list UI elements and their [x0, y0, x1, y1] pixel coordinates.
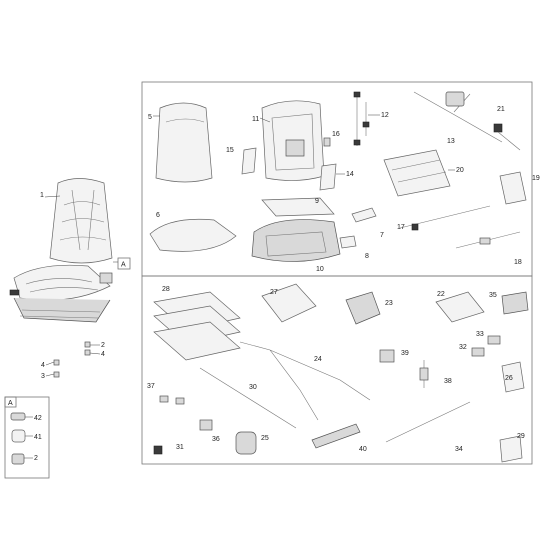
- callout-6: 6: [156, 212, 160, 219]
- callout-34: 34: [455, 446, 463, 453]
- callout-23: 23: [385, 300, 393, 307]
- part-34-rod: [385, 401, 471, 443]
- callout-36: 36: [212, 436, 220, 443]
- part-12-rod-assembly: [353, 91, 370, 146]
- part-10-seat-pan: [251, 219, 341, 262]
- part-14-side-cover: [319, 163, 337, 191]
- callout-14: 14: [346, 171, 354, 178]
- box-label-a-main-frame: [117, 257, 131, 270]
- main-seat-assembly: [9, 178, 118, 323]
- part-24-wiring-harness: [239, 341, 371, 421]
- part-27-mount-plate: [261, 283, 317, 323]
- part-5-backrest-cushion: [155, 102, 213, 183]
- part-40-guide-rail: [311, 423, 361, 449]
- part-9-seat-frame: [261, 197, 335, 217]
- callout-19: 19: [532, 175, 540, 182]
- callout-18: 18: [514, 259, 522, 266]
- callout-39: 39: [401, 350, 409, 357]
- callout-20: 20: [456, 167, 464, 174]
- callout-38: 38: [444, 378, 452, 385]
- part-31-connector: [153, 445, 163, 455]
- callout-25: 25: [261, 435, 269, 442]
- callout-24: 24: [314, 356, 322, 363]
- part-23-compressor: [345, 291, 381, 325]
- callout-8: 8: [365, 253, 369, 260]
- callout-33: 33: [476, 331, 484, 338]
- callout-10: 10: [316, 266, 324, 273]
- callout-35: 35: [489, 292, 497, 299]
- part-16-clip: [323, 137, 331, 147]
- part-36-switch: [199, 419, 213, 431]
- part-26-hardware-bag: [501, 361, 525, 393]
- part-35-pad: [501, 291, 529, 315]
- callout-22: 22: [437, 291, 445, 298]
- part-15-side-cover: [241, 147, 257, 175]
- detail-a-parts: [10, 412, 26, 465]
- callout-12: 12: [381, 112, 389, 119]
- callout-42: 42: [34, 415, 42, 422]
- fastener-group-2-3-4: [53, 341, 91, 378]
- part-29-bracket: [499, 435, 523, 463]
- part-39-valve: [379, 349, 395, 363]
- callout-2-detail: 2: [34, 455, 38, 462]
- part-19-hardware-bag: [499, 171, 527, 205]
- callout-27: 27: [270, 289, 278, 296]
- callout-21: 21: [497, 106, 505, 113]
- callout-1: 1: [40, 192, 44, 199]
- callout-15: 15: [226, 147, 234, 154]
- callout-7: 7: [380, 232, 384, 239]
- callout-2: 2: [101, 342, 105, 349]
- part-8-bracket: [339, 235, 357, 249]
- part-37-switch-set: [159, 395, 185, 405]
- callout-4: 4: [41, 362, 45, 369]
- part-30-cable: [199, 367, 297, 429]
- frame-detail-a: [4, 396, 50, 479]
- part-7-bracket: [351, 207, 377, 223]
- part-22-plate: [435, 291, 485, 323]
- callout-41: 41: [34, 434, 42, 441]
- part-32-latch: [471, 347, 485, 357]
- part-25-air-spring: [235, 431, 257, 455]
- callout-32: 32: [459, 344, 467, 351]
- callout-9: 9: [315, 198, 319, 205]
- callout-40: 40: [359, 446, 367, 453]
- callout-4b: 4: [101, 351, 105, 358]
- part-28-frame-cover: [153, 291, 241, 361]
- callout-28: 28: [162, 286, 170, 293]
- callout-5: 5: [148, 114, 152, 121]
- callout-29: 29: [517, 433, 525, 440]
- frame-lower-panel: [141, 275, 533, 465]
- callout-11: 11: [252, 116, 259, 123]
- box-label-a-frame: [4, 396, 17, 408]
- part-6-seat-cushion: [149, 218, 237, 252]
- callout-16: 16: [332, 131, 340, 138]
- callout-31: 31: [176, 444, 184, 451]
- box-label-a-detail: A: [8, 400, 13, 407]
- callout-17: 17: [397, 224, 405, 231]
- callout-13: 13: [447, 138, 455, 145]
- callout-3: 3: [41, 373, 45, 380]
- callout-26: 26: [505, 375, 513, 382]
- callout-30: 30: [249, 384, 257, 391]
- part-13-lumbar-mechanism: [413, 91, 521, 151]
- callout-37: 37: [147, 383, 155, 390]
- box-label-a-main: A: [121, 262, 126, 269]
- part-33-latch: [487, 335, 501, 345]
